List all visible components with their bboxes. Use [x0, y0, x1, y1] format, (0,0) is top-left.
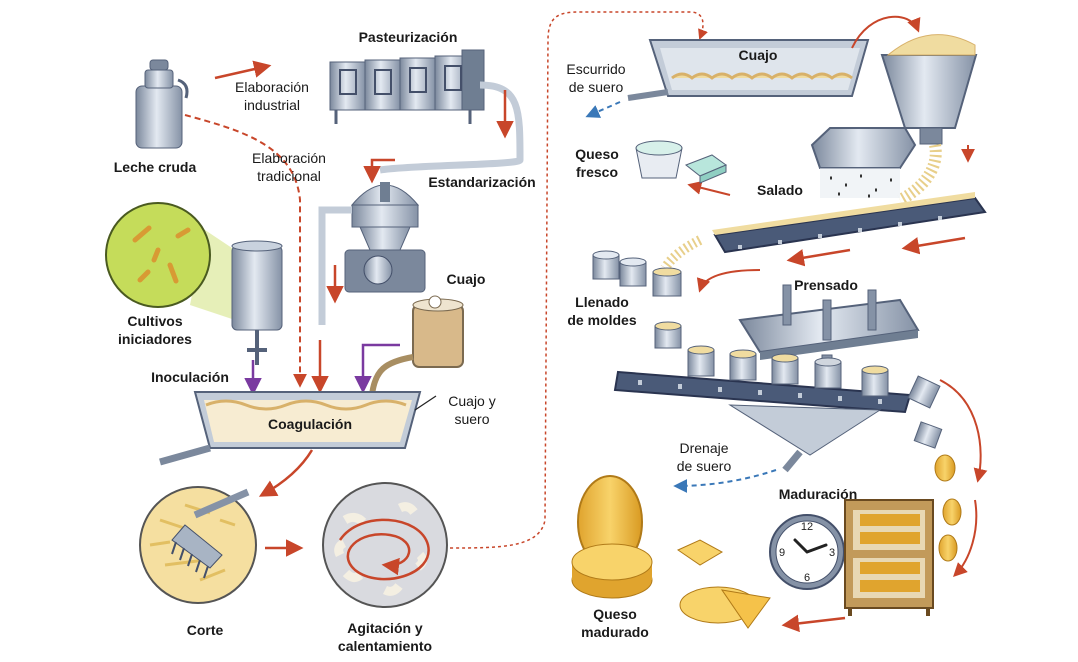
- label-elaboracion-tradicional-2: tradicional: [257, 168, 321, 184]
- drain-tray-icon: [627, 39, 870, 101]
- label-corte: Corte: [186, 622, 224, 638]
- label-queso-madurado-1: Queso: [593, 606, 637, 622]
- svg-text:9: 9: [779, 547, 785, 559]
- vat-icon: [159, 391, 422, 466]
- stirring-icon: [322, 482, 448, 608]
- milk-can-icon: [135, 59, 189, 149]
- shelf-icon: [844, 499, 934, 616]
- flow-arrow-industrial: [214, 60, 272, 80]
- salt-block-icon: [810, 127, 917, 198]
- label-escurrido-1: Escurrido: [566, 61, 626, 77]
- label-pasteurizacion: Pasteurización: [358, 29, 458, 45]
- clock-icon: 12 3 6 9: [769, 514, 845, 590]
- label-cuajo-suero-2: suero: [454, 411, 490, 427]
- falling-cheese: [913, 421, 962, 562]
- label-estandarizacion: Estandarización: [428, 174, 536, 190]
- label-prensado: Prensado: [794, 277, 858, 293]
- label-queso-fresco-2: fresco: [575, 164, 619, 180]
- label-cultivos-1: Cultivos: [127, 313, 183, 329]
- cutting-rake-icon: [139, 486, 257, 604]
- cheese-wheel-icon: [571, 475, 771, 629]
- label-elaboracion-industrial-2: industrial: [243, 97, 301, 113]
- label-cuajo-suero-1: Cuajo y: [448, 393, 496, 409]
- pasteurizer-icon: [329, 49, 485, 124]
- centrifuge-icon: [344, 182, 426, 293]
- label-cuajo-left: Cuajo: [446, 271, 486, 287]
- rennet-tank-icon: [369, 295, 464, 396]
- conveyor-icon: [712, 192, 987, 254]
- label-drenaje-1: Drenaje: [679, 440, 729, 456]
- tank-icon: [231, 240, 283, 365]
- hopper-icon: [880, 34, 978, 145]
- label-inoculacion: Inoculación: [151, 369, 229, 385]
- svg-text:6: 6: [804, 572, 810, 584]
- label-leche-cruda: Leche cruda: [113, 159, 197, 175]
- label-queso-madurado-2: madurado: [581, 624, 649, 640]
- svg-text:12: 12: [801, 521, 813, 533]
- label-coagulacion: Coagulación: [267, 416, 353, 432]
- flow-arrow-traditional: [184, 114, 307, 388]
- label-elaboracion-industrial-1: Elaboración: [235, 79, 309, 95]
- label-elaboracion-tradicional-1: Elaboración: [252, 150, 326, 166]
- label-queso-fresco-1: Queso: [575, 146, 619, 162]
- mold-icon: [592, 250, 682, 349]
- label-cuajo-top: Cuajo: [738, 47, 778, 63]
- label-llenado-1: Llenado: [575, 294, 629, 310]
- culture-lens-icon: [105, 202, 235, 320]
- label-agitacion-1: Agitación y: [347, 620, 423, 636]
- label-agitacion-2: calentamiento: [337, 638, 433, 654]
- label-drenaje-2: de suero: [676, 458, 732, 474]
- conveyor-lower-icon: [613, 370, 912, 473]
- label-escurrido-2: de suero: [568, 79, 624, 95]
- label-cultivos-2: iniciadores: [118, 331, 192, 347]
- label-salado: Salado: [757, 182, 803, 198]
- label-maduracion: Maduración: [778, 486, 858, 502]
- filled-molds: [687, 345, 941, 409]
- label-llenado-2: de moldes: [567, 312, 637, 328]
- svg-text:3: 3: [829, 547, 835, 559]
- press-icon: [738, 284, 920, 378]
- fresh-cheese-icon: [635, 140, 728, 184]
